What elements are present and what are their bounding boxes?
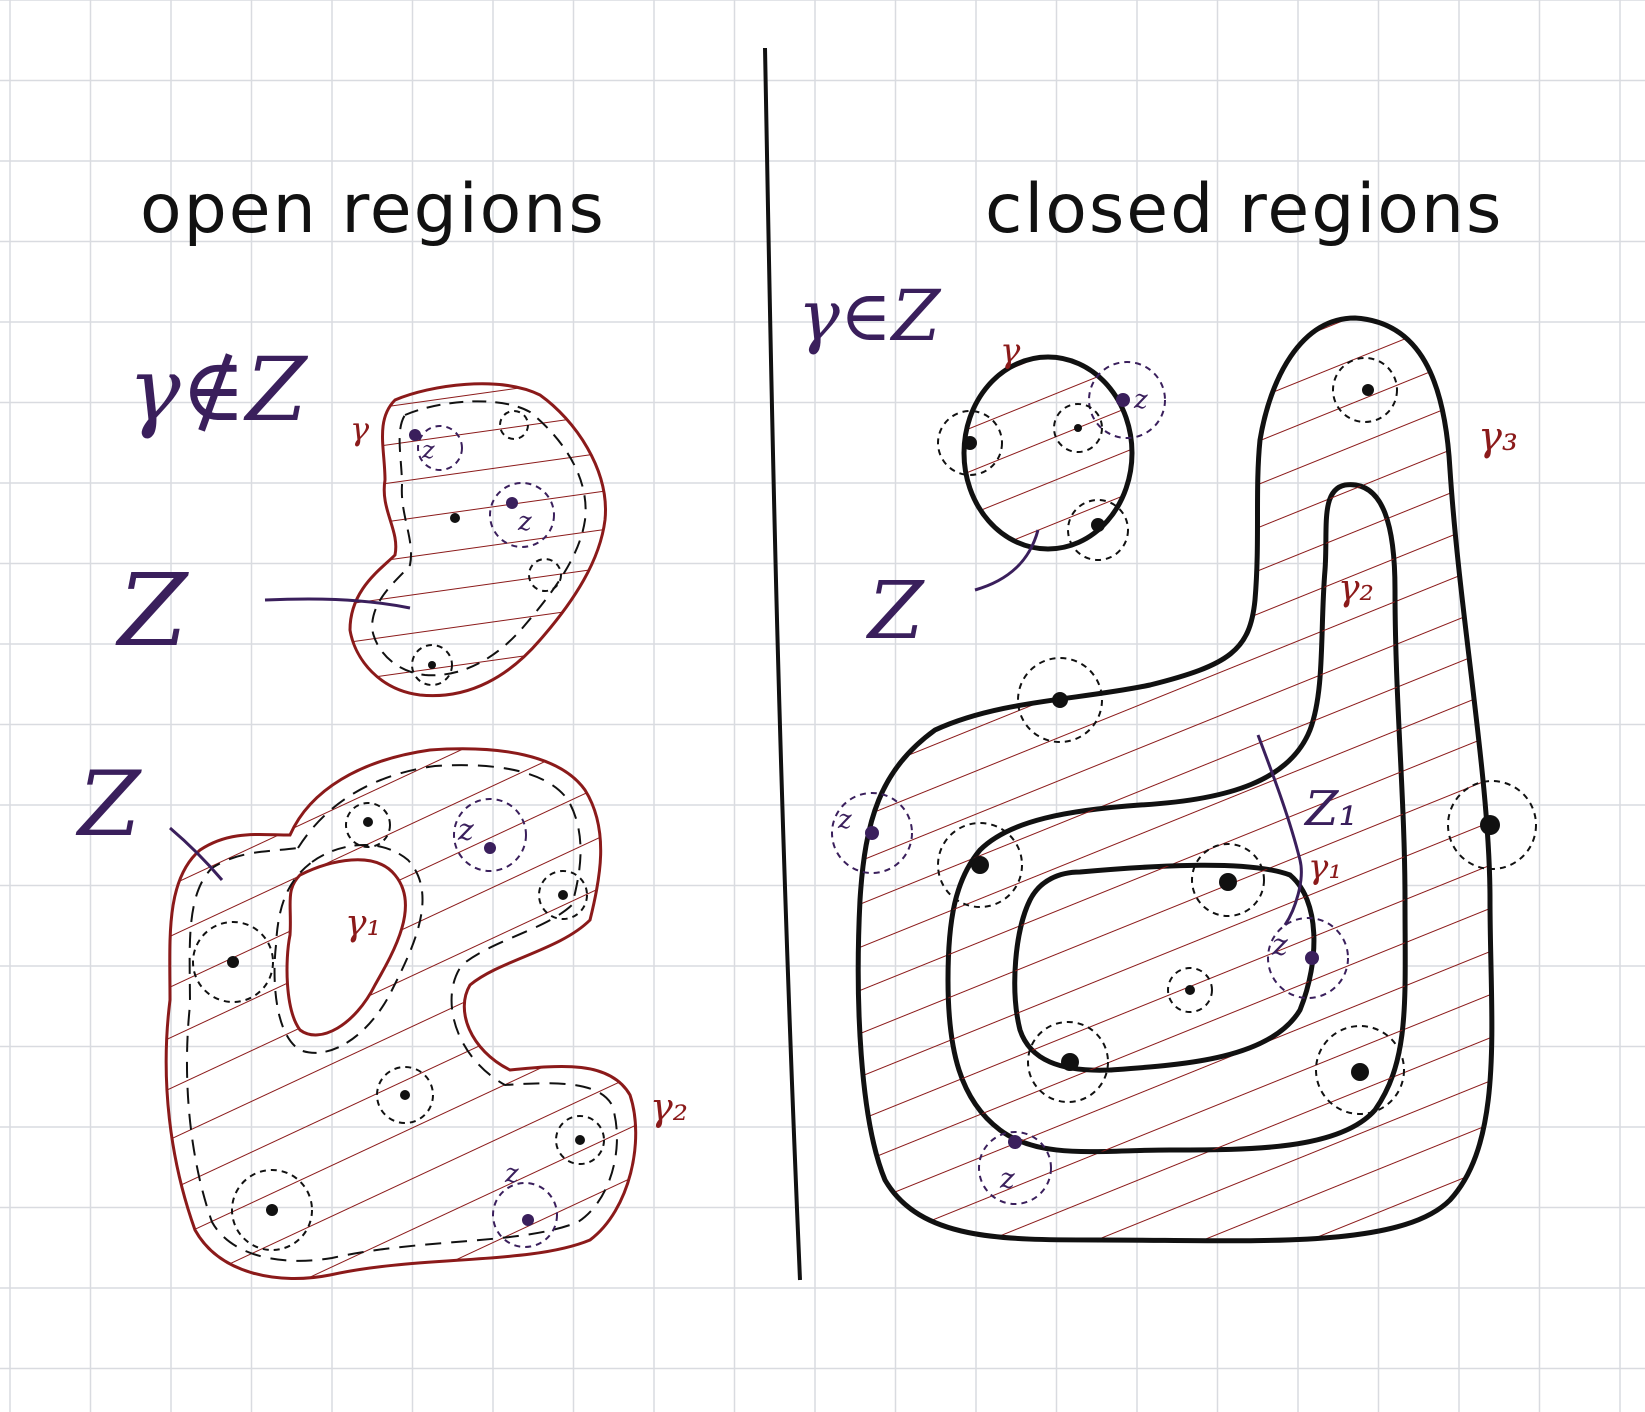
z1-pointer-line xyxy=(1256,734,1303,926)
z-point xyxy=(1116,393,1130,407)
interior-point xyxy=(266,1204,278,1216)
z-pointer-line xyxy=(974,529,1040,592)
gamma3-label: γ₃ xyxy=(1478,414,1518,460)
z-set-label: Z xyxy=(865,564,925,657)
lower-open-region xyxy=(164,747,638,1281)
z-point-label: z xyxy=(517,507,532,537)
interior-point xyxy=(227,956,239,968)
interior-point xyxy=(400,1090,410,1100)
z-point xyxy=(506,497,518,509)
z-pointer-line xyxy=(264,597,411,610)
interior-point xyxy=(1362,384,1374,396)
gamma1-label: γ₁ xyxy=(345,903,381,944)
interior-point xyxy=(450,513,460,523)
z-point xyxy=(484,842,496,854)
z-point xyxy=(1305,951,1319,965)
interior-point xyxy=(1185,985,1195,995)
circle-closed-region xyxy=(937,354,1166,561)
z-point-label: z xyxy=(1271,928,1288,963)
z-set-label: Z xyxy=(115,552,189,669)
z-point xyxy=(522,1214,534,1226)
panel-divider xyxy=(763,47,802,1281)
right-title: closed regions xyxy=(985,170,1503,249)
z-point-label: z xyxy=(457,813,474,848)
left-condition: γ∉Z xyxy=(128,338,309,441)
boundary-point xyxy=(971,856,989,874)
z-point xyxy=(409,429,421,441)
boundary-point xyxy=(963,436,977,450)
z-point xyxy=(1008,1135,1022,1149)
z-set-label: Z xyxy=(75,752,142,857)
z-pointer-line xyxy=(169,826,224,881)
gamma2-label: γ₂ xyxy=(1338,568,1374,609)
boundary-point xyxy=(1219,873,1237,891)
interior-point xyxy=(575,1135,585,1145)
interior-point xyxy=(428,661,436,669)
upper-open-region xyxy=(348,382,607,698)
z-point-label: z xyxy=(999,1162,1015,1195)
z-point xyxy=(865,826,879,840)
z-point-label: z xyxy=(504,1159,519,1189)
gamma-label: γ xyxy=(350,410,370,448)
left-title: open regions xyxy=(140,170,606,249)
gamma-label: γ xyxy=(1000,331,1021,371)
interior-point xyxy=(1074,424,1082,432)
interior-point xyxy=(363,817,373,827)
boundary-point xyxy=(1480,815,1500,835)
right-condition: γ∈Z xyxy=(798,275,942,357)
boundary-point xyxy=(1052,692,1068,708)
boundary-point xyxy=(1061,1053,1079,1071)
boundary-point xyxy=(1091,518,1105,532)
interior-point xyxy=(558,890,568,900)
z1-set-label: Z₁ xyxy=(1303,781,1358,837)
boundary-point xyxy=(1351,1063,1369,1081)
gamma1-label: γ₁ xyxy=(1308,847,1342,887)
spiral-closed-region xyxy=(831,315,1537,1244)
z-point-label: z xyxy=(1133,385,1148,415)
z-point-label: z xyxy=(837,805,852,835)
gamma2-label: γ₂ xyxy=(650,1085,688,1129)
z-point-label: z xyxy=(421,436,435,464)
